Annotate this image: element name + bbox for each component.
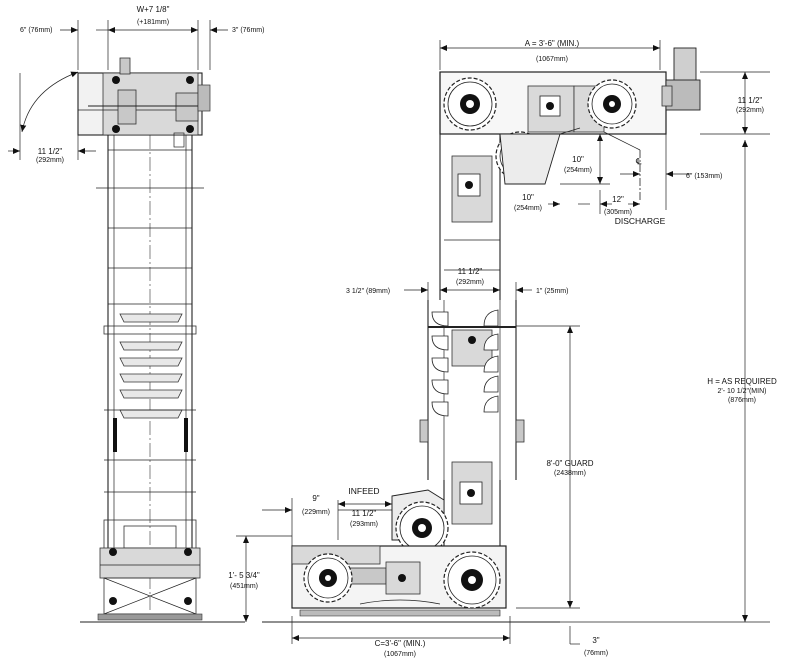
head-height-mm-label: (292mm): [736, 107, 764, 114]
infeed-width-label: 11 1/2": [352, 509, 377, 518]
three-label: 3": [592, 636, 599, 645]
guard-mm-label: (2438mm): [554, 470, 586, 477]
c-width-label: C=3'-6" (MIN.): [375, 639, 426, 648]
h-label: H = AS REQUIRED: [707, 377, 777, 386]
top-width-mm-label: (+181mm): [137, 19, 169, 26]
three-mm-label: (76mm): [584, 650, 608, 657]
centerline-symbol: ℄: [635, 156, 642, 166]
buckets-left: [431, 311, 449, 417]
end-view-dimensions: [8, 20, 228, 160]
head-height-label: 11 1/2": [738, 96, 763, 105]
a-width-label: A = 3'-6" (MIN.): [525, 39, 580, 48]
c-width-mm-label: (1067mm): [384, 651, 416, 658]
infeed-width-mm-label: (293mm): [350, 521, 378, 528]
h-min-mm-label: (876mm): [728, 397, 756, 404]
ten-a-mm-label: (254mm): [564, 167, 592, 174]
right-gap-label: 1" (25mm): [536, 288, 568, 295]
boot-sprocket-left: [303, 553, 353, 603]
base-height-mm-label: (451mm): [230, 583, 258, 590]
column-width-mm-label: (292mm): [456, 279, 484, 286]
twelve-mm-label: (305mm): [604, 209, 632, 216]
end-elevation-view: [77, 57, 211, 621]
left-offset-label: 6" (76mm): [20, 27, 52, 34]
side-width-label: 11 1/2": [38, 147, 63, 156]
right-offset-label: 3" (76mm): [232, 27, 264, 34]
left-gap-label: 3 1/2" (89mm): [346, 288, 390, 295]
a-width-mm-label: (1067mm): [536, 56, 568, 63]
buckets-right: [483, 309, 499, 413]
base-height-label: 1'- 5 3/4": [228, 571, 260, 580]
ten-b-mm-label: (254mm): [514, 205, 542, 212]
guard-label: 8'-0" GUARD: [546, 459, 593, 468]
side-elevation-view: ℄: [291, 47, 701, 617]
nine-label: 9": [312, 494, 319, 503]
top-width-label: W+7 1/8": [137, 5, 170, 14]
boot-sprocket-right: [443, 551, 501, 609]
head-sprocket-left: [443, 77, 497, 131]
ten-b-label: 10": [522, 193, 534, 202]
infeed-label: INFEED: [348, 486, 379, 496]
side-view-dimensions: [236, 40, 770, 645]
six-label: 6" (153mm): [686, 173, 722, 180]
column-width-label: 11 1/2": [458, 267, 483, 276]
twelve-label: 12": [612, 195, 624, 204]
infeed-sprocket: [395, 501, 449, 555]
side-width-mm-label: (292mm): [36, 157, 64, 164]
h-min-label: 2'- 10 1/2"(MIN): [718, 388, 767, 395]
ten-a-label: 10": [572, 155, 584, 164]
discharge-label: DISCHARGE: [615, 216, 666, 226]
head-sprocket-right: [587, 79, 637, 129]
nine-mm-label: (229mm): [302, 509, 330, 516]
